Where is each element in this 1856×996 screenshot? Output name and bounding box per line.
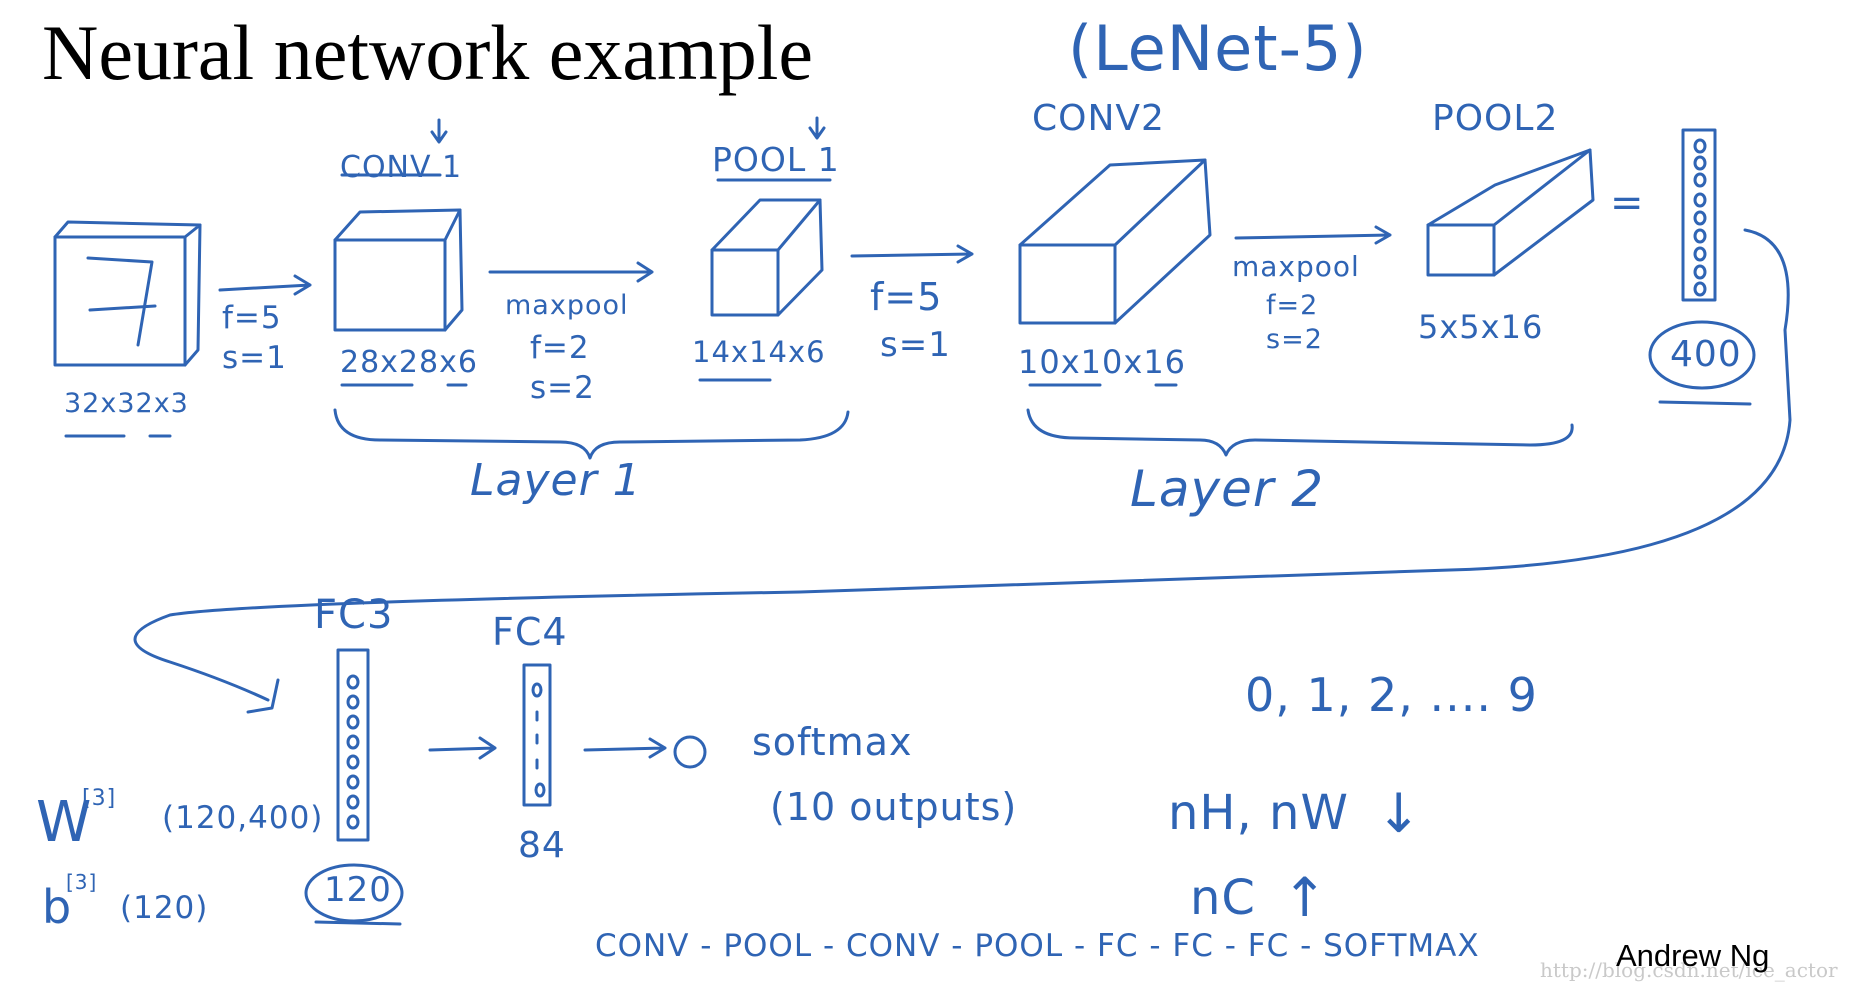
pool1-param-f: f=2 [530, 330, 590, 366]
fc3-bias-superscript: [3] [66, 870, 98, 894]
pool2-param-f: f=2 [1266, 290, 1319, 321]
conv2-param-f: f=5 [870, 275, 943, 319]
pool1-volume [710, 116, 826, 317]
fc3-weights-shape: (120,400) [162, 800, 324, 836]
layer-2-label: Layer 2 [1130, 460, 1325, 518]
watermark: http://blog.csdn.net/ice_actor [1540, 958, 1838, 982]
fc3-size: 120 [324, 870, 392, 910]
softmax-label: softmax [752, 720, 913, 764]
architecture-subtitle: (LeNet-5) [1068, 12, 1368, 85]
pool2-volume [1426, 148, 1595, 277]
pool1-dims: 14x14x6 [692, 335, 826, 369]
conv2-volume [1018, 158, 1212, 325]
conv2-label: CONV2 [1032, 98, 1165, 139]
conv2-param-s: s=1 [880, 325, 951, 365]
conv1-param-f: f=5 [222, 300, 282, 336]
page-title: Neural network example [42, 9, 814, 96]
spatial-dims-note: nH, nW [1168, 785, 1349, 841]
layer-1-label: Layer 1 [470, 455, 642, 506]
flatten-size: 400 [1670, 334, 1742, 375]
author-name: Andrew Ng [1616, 938, 1770, 973]
fc3-vector [304, 648, 404, 926]
channels-note: nC [1190, 870, 1256, 926]
fc-arrows [428, 735, 707, 769]
fc4-label: FC4 [492, 610, 568, 654]
fc3-bias-symbol: b [42, 880, 73, 934]
input-volume [53, 220, 202, 367]
conv1-param-s: s=1 [222, 340, 287, 376]
pool2-dims: 5x5x16 [1418, 308, 1544, 346]
dimension-underlines [64, 173, 1178, 438]
fc3-weights-superscript: [3] [82, 786, 117, 811]
pool2-label: POOL2 [1432, 98, 1559, 139]
fc3-weights-symbol: W [36, 790, 93, 855]
input-digit: 7 [95, 248, 155, 355]
conv2-dims: 10x10x16 [1018, 343, 1187, 381]
softmax-outputs: (10 outputs) [770, 785, 1018, 829]
pool1-label: POOL 1 [712, 140, 840, 179]
conv1-volume [333, 118, 464, 332]
conv1-dims: 28x28x6 [340, 345, 478, 380]
pool1-op: maxpool [505, 290, 629, 321]
layer-braces [333, 408, 1574, 460]
connector-curve [133, 228, 1792, 714]
fc3-bias-shape: (120) [120, 890, 209, 926]
class-labels: 0, 1, 2, .... 9 [1245, 668, 1538, 722]
pipeline-summary: CONV - POOL - CONV - POOL - FC - FC - FC… [595, 928, 1480, 964]
spatial-dims-arrow: ↓ [1376, 782, 1423, 845]
flatten-equals: = [1610, 180, 1645, 226]
pool1-param-s: s=2 [530, 370, 595, 406]
pool2-param-s: s=2 [1266, 324, 1323, 355]
flatten-vector [1648, 128, 1756, 406]
conv1-label: CONV 1 [340, 150, 463, 185]
top-row-arrows [218, 225, 1392, 296]
fc3-label: FC3 [314, 592, 394, 638]
pool2-op: maxpool [1232, 250, 1360, 283]
fc4-size: 84 [518, 825, 566, 866]
channels-arrow: ↑ [1282, 866, 1329, 929]
fc4-vector [522, 663, 552, 807]
input-dims: 32x32x3 [64, 388, 189, 419]
